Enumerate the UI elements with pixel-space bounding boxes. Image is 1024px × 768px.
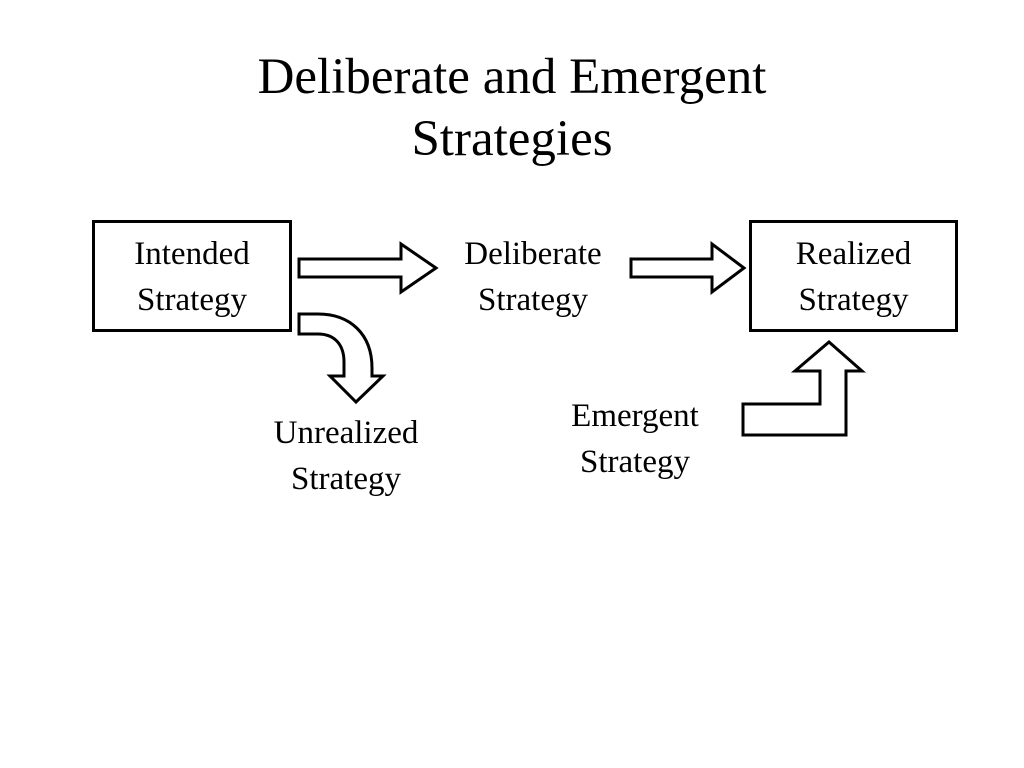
emergent-line-1: Emergent (571, 398, 699, 434)
emergent-strategy-label: Emergent Strategy (540, 393, 730, 485)
intended-line-2: Strategy (137, 282, 247, 318)
deliberate-strategy-label: Deliberate Strategy (438, 231, 628, 323)
unrealized-line-1: Unrealized (273, 415, 419, 451)
bent-arrow-up-icon (741, 340, 866, 437)
curved-arrow-down-icon (297, 312, 387, 405)
title-line-2: Strategies (411, 111, 613, 167)
title-line-1: Deliberate and Emergent (257, 49, 767, 105)
slide-title: Deliberate and Emergent Strategies (0, 46, 1024, 170)
block-arrow-right-icon (629, 241, 747, 295)
deliberate-line-1: Deliberate (464, 236, 602, 272)
realized-strategy-label: Realized Strategy (749, 231, 958, 323)
realized-strategy-box (749, 220, 958, 332)
intended-strategy-box (92, 220, 292, 332)
deliberate-line-2: Strategy (478, 282, 588, 318)
realized-line-2: Strategy (798, 282, 909, 318)
block-arrow-right-icon (297, 241, 439, 295)
intended-line-1: Intended (134, 236, 250, 272)
emergent-line-2: Strategy (580, 444, 690, 480)
realized-line-1: Realized (795, 236, 912, 272)
unrealized-line-2: Strategy (291, 461, 401, 497)
intended-strategy-label: Intended Strategy (92, 231, 292, 323)
unrealized-strategy-label: Unrealized Strategy (246, 410, 446, 502)
